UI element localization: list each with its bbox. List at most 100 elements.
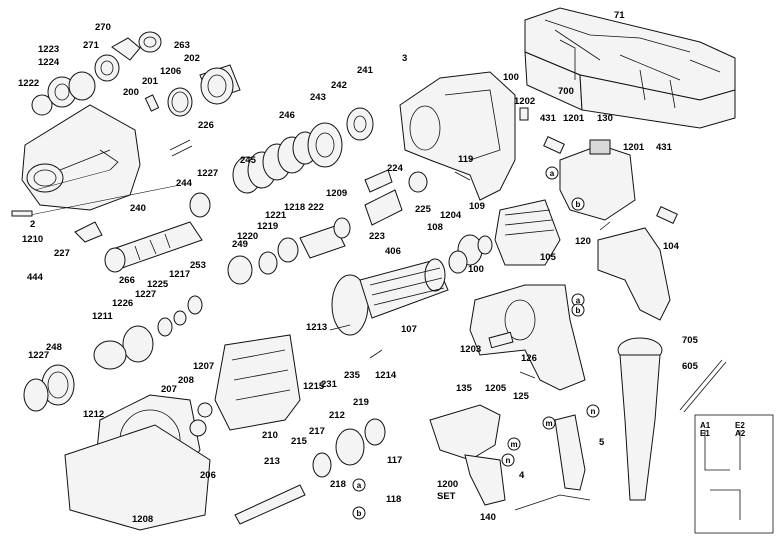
part-label: 1218 (284, 202, 305, 213)
callout-letter: m (510, 440, 517, 449)
cord (514, 414, 591, 511)
part-label: 1222 (18, 78, 39, 89)
callout-letter: b (576, 306, 581, 315)
part-label: 1223 (38, 44, 59, 55)
part-label: 245 (240, 155, 257, 166)
part-label: 1202 (514, 96, 535, 107)
wiring-diagram (694, 414, 774, 534)
part-label: 218 (330, 479, 346, 490)
part-label: 140 (480, 512, 496, 523)
callout-circle (352, 506, 366, 520)
part-label: 1219 (257, 221, 278, 232)
armature (329, 258, 449, 336)
part-label: 126 (521, 353, 537, 364)
part-label: 206 (200, 470, 216, 481)
part-label: 431 (540, 113, 557, 124)
part-label: 1207 (193, 361, 214, 372)
part-label: 108 (427, 222, 443, 233)
callout-letter: n (506, 456, 511, 465)
callout-circle (507, 437, 521, 451)
motor-housing (399, 71, 516, 201)
part-label: 215 (291, 436, 308, 447)
part-label: 213 (264, 456, 280, 467)
part-label: 225 (415, 204, 432, 215)
part-label: 1210 (22, 234, 43, 245)
part-label: 226 (198, 120, 214, 131)
part-label: 1225 (147, 279, 169, 290)
gear-housing (21, 104, 141, 211)
callout-circle (542, 416, 556, 430)
part-label: 224 (387, 163, 404, 174)
part-label: 244 (176, 178, 193, 189)
part-label: 1224 (38, 57, 60, 68)
callout-letter: b (357, 509, 362, 518)
gasket (64, 424, 211, 531)
part-label: 1201 (623, 142, 645, 153)
callout-circle (501, 453, 515, 467)
part-label: 2 (30, 219, 35, 230)
part-label: 227 (54, 248, 70, 259)
part-label: 107 (401, 324, 417, 335)
part-label: 705 (682, 335, 699, 346)
part-label: 200 (123, 87, 139, 98)
part-label: 1211 (92, 311, 113, 322)
chuck-parts (31, 31, 241, 157)
part-label: 1217 (169, 269, 190, 280)
callout-circle (571, 197, 585, 211)
part-label: 1204 (440, 210, 462, 221)
carry-case (524, 7, 736, 129)
part-label: 1212 (83, 409, 104, 420)
part-label: 1220 (237, 231, 258, 242)
part-label: 119 (458, 154, 473, 165)
part-label: 100 (468, 264, 484, 275)
aux-handle (617, 337, 663, 501)
part-label: 242 (331, 80, 347, 91)
part-label: 210 (262, 430, 278, 441)
part-label: 249 (232, 239, 248, 250)
screws (369, 171, 611, 379)
part-label: 700 (558, 86, 574, 97)
part-label: 1205 (485, 383, 507, 394)
callout-letter: b (576, 200, 581, 209)
part-label: 207 (161, 384, 177, 395)
part-label: 605 (682, 361, 699, 372)
part-label: 1227 (135, 289, 156, 300)
wiring-label: E1 (700, 429, 710, 438)
part-label: 1227 (197, 168, 218, 179)
part-label: 3 (402, 53, 407, 64)
part-label: 130 (597, 113, 613, 124)
part-label: 241 (357, 65, 374, 76)
part-label: 1214 (375, 370, 397, 381)
part-label: 1200 (437, 479, 458, 490)
part-label: 202 (184, 53, 200, 64)
part-label: 117 (387, 455, 402, 466)
part-label: 263 (174, 40, 190, 51)
part-label: 270 (95, 22, 111, 33)
callout-circle (352, 478, 366, 492)
part-label: 223 (369, 231, 385, 242)
part-label: 253 (190, 260, 206, 271)
part-label: 71 (614, 10, 625, 21)
part-label: 217 (309, 426, 325, 437)
part-label: 1201 (563, 113, 585, 124)
part-label: 5 (599, 437, 605, 448)
part-label: 1209 (326, 188, 347, 199)
part-label: 208 (178, 375, 194, 386)
callout-letter: m (545, 419, 552, 428)
wiring-label: E2 (735, 421, 745, 430)
callout-circle (545, 166, 559, 180)
part-label: SET (437, 491, 456, 502)
part-label: 109 (469, 201, 485, 212)
part-label: 120 (575, 236, 591, 247)
part-label: 105 (540, 252, 557, 263)
callout-letter: n (591, 407, 596, 416)
part-label: 1213 (306, 322, 327, 333)
callout-circle (586, 404, 600, 418)
part-label: 1208 (132, 514, 153, 525)
depth-rod (679, 359, 727, 413)
part-label: 243 (310, 92, 326, 103)
